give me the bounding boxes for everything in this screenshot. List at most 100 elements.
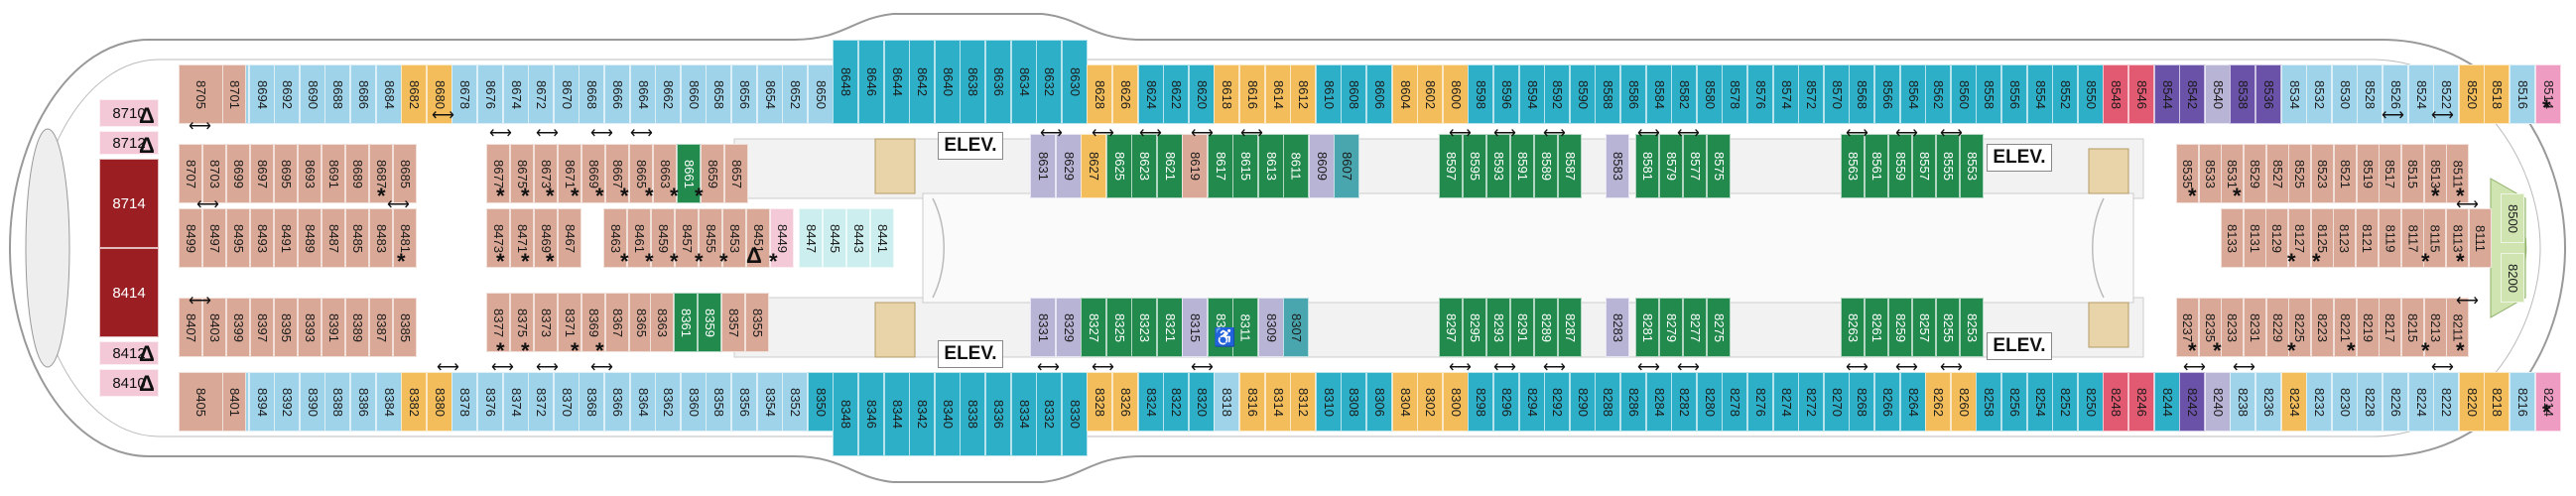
cabin-8521[interactable]: 8521 [2334, 144, 2357, 203]
cabin-8219[interactable]: 8219 [2357, 298, 2380, 357]
cabin-8670[interactable]: 8670 [554, 64, 580, 124]
cabin-8266[interactable]: 8266 [1874, 372, 1900, 432]
cabin-8636[interactable]: 8636 [985, 40, 1011, 124]
cabin-8584[interactable]: 8584 [1646, 64, 1672, 124]
cabin-8552[interactable]: 8552 [2052, 64, 2078, 124]
cabin-8611[interactable]: 8611 [1283, 134, 1309, 198]
cabin-8233[interactable]: 8233 [2221, 298, 2244, 357]
cabin-8253[interactable]: 8253 [1960, 298, 1984, 357]
cabin-8499[interactable]: 8499 [179, 208, 202, 268]
cabin-8386[interactable]: 8386 [350, 372, 376, 432]
cabin-8618[interactable]: 8618 [1214, 64, 1239, 124]
cabin-8255[interactable]: 8255 [1936, 298, 1960, 357]
cabin-8275[interactable]: 8275 [1707, 298, 1731, 357]
cabin-8309[interactable]: 8309 [1258, 298, 1284, 357]
cabin-8663[interactable]: 8663 [653, 144, 677, 203]
cabin-8221[interactable]: 8221 [2334, 298, 2357, 357]
cabin-8260[interactable]: 8260 [1951, 372, 1977, 432]
cabin-8534[interactable]: 8534 [2281, 64, 2307, 124]
cabin-8463[interactable]: 8463 [603, 208, 627, 268]
cabin-8546[interactable]: 8546 [2128, 64, 2154, 124]
cabin-8364[interactable]: 8364 [630, 372, 656, 432]
cabin-8291[interactable]: 8291 [1510, 298, 1534, 357]
cabin-8674[interactable]: 8674 [503, 64, 529, 124]
cabin-8119[interactable]: 8119 [2379, 208, 2401, 268]
cabin-8294[interactable]: 8294 [1519, 372, 1545, 432]
cabin-8583[interactable]: 8583 [1606, 134, 1629, 198]
cabin-8615[interactable]: 8615 [1232, 134, 1258, 198]
cabin-8131[interactable]: 8131 [2244, 208, 2266, 268]
cabin-8322[interactable]: 8322 [1163, 372, 1189, 432]
cabin-8295[interactable]: 8295 [1463, 298, 1486, 357]
cabin-8467[interactable]: 8467 [558, 208, 581, 268]
cabin-8246[interactable]: 8246 [2128, 372, 2154, 432]
cabin-8661[interactable]: 8661 [677, 144, 701, 203]
cabin-8361[interactable]: 8361 [674, 293, 698, 352]
cabin-8356[interactable]: 8356 [731, 372, 757, 432]
cabin-8346[interactable]: 8346 [858, 372, 884, 456]
cabin-8238[interactable]: 8238 [2230, 372, 2255, 432]
cabin-8115[interactable]: 8115 [2423, 208, 2446, 268]
cabin-8220[interactable]: 8220 [2459, 372, 2485, 432]
cabin-8638[interactable]: 8638 [960, 40, 985, 124]
cabin-8590[interactable]: 8590 [1570, 64, 1596, 124]
cabin-8497[interactable]: 8497 [202, 208, 226, 268]
cabin-8570[interactable]: 8570 [1824, 64, 1850, 124]
cabin-8591[interactable]: 8591 [1510, 134, 1534, 198]
cabin-8669[interactable]: 8669 [581, 144, 605, 203]
cabin-8668[interactable]: 8668 [579, 64, 604, 124]
cabin-8287[interactable]: 8287 [1558, 298, 1582, 357]
cabin-8626[interactable]: 8626 [1112, 64, 1138, 124]
cabin-8624[interactable]: 8624 [1138, 64, 1164, 124]
cabin-8304[interactable]: 8304 [1392, 372, 1418, 432]
cabin-8540[interactable]: 8540 [2205, 64, 2231, 124]
cabin-8607[interactable]: 8607 [1334, 134, 1359, 198]
cabin-8555[interactable]: 8555 [1936, 134, 1960, 198]
cabin-8226[interactable]: 8226 [2383, 372, 2408, 432]
cabin-8276[interactable]: 8276 [1747, 372, 1773, 432]
cabin-8656[interactable]: 8656 [731, 64, 757, 124]
cabin-8368[interactable]: 8368 [579, 372, 604, 432]
cabin-8312[interactable]: 8312 [1290, 372, 1316, 432]
cabin-8324[interactable]: 8324 [1138, 372, 1164, 432]
cabin-8627[interactable]: 8627 [1081, 134, 1106, 198]
cabin-8616[interactable]: 8616 [1239, 64, 1265, 124]
cabin-8451[interactable]: 8451 [746, 208, 770, 268]
cabin-8449[interactable]: 8449 [770, 208, 794, 268]
cabin-8326[interactable]: 8326 [1112, 372, 1138, 432]
cabin-8443[interactable]: 8443 [846, 208, 870, 268]
cabin-8671[interactable]: 8671 [558, 144, 581, 203]
cabin-8564[interactable]: 8564 [1900, 64, 1926, 124]
cabin-8530[interactable]: 8530 [2332, 64, 2358, 124]
cabin-8331[interactable]: 8331 [1030, 298, 1056, 357]
cabin-8457[interactable]: 8457 [675, 208, 699, 268]
cabin-8527[interactable]: 8527 [2266, 144, 2289, 203]
cabin-8218[interactable]: 8218 [2484, 372, 2510, 432]
cabin-8374[interactable]: 8374 [503, 372, 529, 432]
cabin-8262[interactable]: 8262 [1925, 372, 1951, 432]
cabin-8250[interactable]: 8250 [2078, 372, 2104, 432]
cabin-8311[interactable]: 8311 [1232, 298, 1258, 357]
cabin-8699[interactable]: 8699 [226, 144, 250, 203]
cabin-8473[interactable]: 8473 [486, 208, 510, 268]
cabin-8493[interactable]: 8493 [250, 208, 274, 268]
cabin-8367[interactable]: 8367 [605, 293, 629, 352]
cabin-8517[interactable]: 8517 [2379, 144, 2401, 203]
cabin-8550[interactable]: 8550 [2078, 64, 2104, 124]
cabin-8392[interactable]: 8392 [274, 372, 300, 432]
cabin-8576[interactable]: 8576 [1747, 64, 1773, 124]
cabin-8256[interactable]: 8256 [2001, 372, 2027, 432]
cabin-8560[interactable]: 8560 [1951, 64, 1977, 124]
cabin-8544[interactable]: 8544 [2154, 64, 2180, 124]
cabin-8659[interactable]: 8659 [701, 144, 724, 203]
cabin-8327[interactable]: 8327 [1081, 298, 1106, 357]
cabin-8511[interactable]: 8511 [2446, 144, 2469, 203]
cabin-8296[interactable]: 8296 [1493, 372, 1519, 432]
cabin-8471[interactable]: 8471 [510, 208, 534, 268]
cabin-8597[interactable]: 8597 [1439, 134, 1463, 198]
cabin-8410[interactable]: 8410 [99, 369, 159, 397]
cabin-8354[interactable]: 8354 [757, 372, 783, 432]
cabin-8360[interactable]: 8360 [681, 372, 707, 432]
cabin-8129[interactable]: 8129 [2265, 208, 2288, 268]
cabin-8487[interactable]: 8487 [322, 208, 345, 268]
